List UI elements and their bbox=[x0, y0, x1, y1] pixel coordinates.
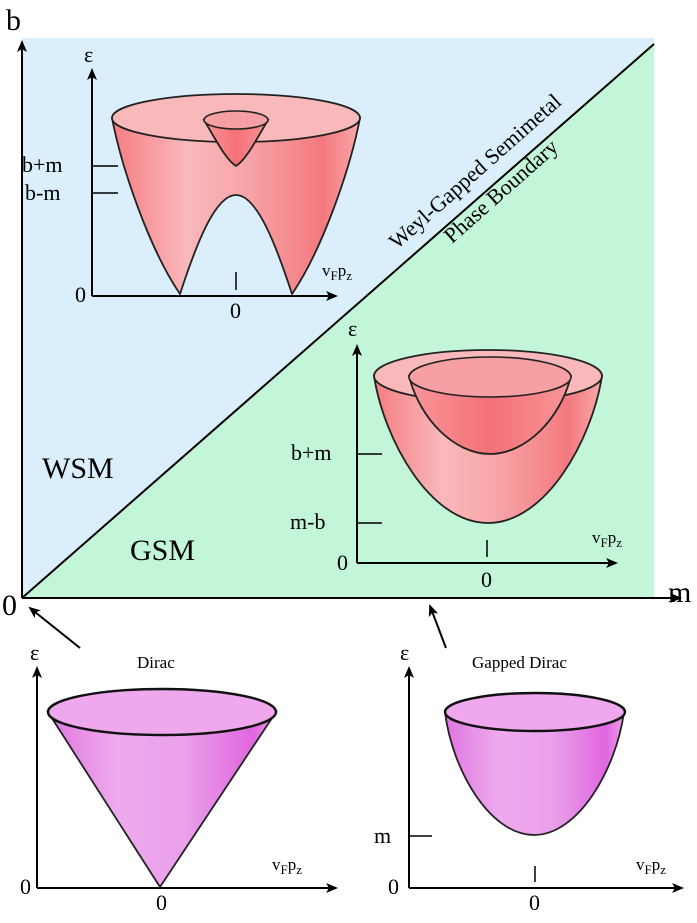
wsm-inset-y-label: ε bbox=[84, 42, 93, 67]
wsm-tick-label-b-minus-m: b-m bbox=[25, 180, 60, 205]
main-y-axis-label: b bbox=[6, 4, 21, 37]
wsm-inset-origin-y: 0 bbox=[75, 282, 86, 307]
gsm-inner-band-surface bbox=[407, 375, 573, 455]
wsm-inset-origin-x: 0 bbox=[230, 298, 241, 323]
gapped-dirac-inset: Gapped Dirac ε m 0 0 vFpz bbox=[374, 640, 684, 915]
gsm-inset-origin-x: 0 bbox=[481, 567, 492, 592]
gapped-dirac-rim bbox=[443, 691, 627, 733]
gsm-tick-label-b-plus-m: b+m bbox=[291, 440, 332, 465]
dirac-inset-origin-x: 0 bbox=[156, 890, 167, 915]
wsm-inner-rim bbox=[203, 110, 269, 130]
wsm-label: WSM bbox=[42, 452, 114, 485]
phase-boundary-line bbox=[21, 43, 655, 599]
gsm-tick-label-m-minus-b: m-b bbox=[290, 509, 325, 534]
dirac-inset-x-label: vFpz bbox=[272, 855, 302, 877]
gapped-dirac-title: Gapped Dirac bbox=[472, 653, 567, 672]
gsm-inner-rim bbox=[408, 356, 572, 398]
dirac-title: Dirac bbox=[137, 653, 175, 672]
dirac-pointer-arrow bbox=[28, 606, 81, 649]
gapped-dirac-inset-origin-x: 0 bbox=[529, 890, 540, 915]
dirac-inset: Dirac ε 0 0 vFpz bbox=[20, 640, 338, 915]
wsm-inset-x-label: vFpz bbox=[322, 261, 352, 283]
gapped-dirac-band-surface bbox=[443, 711, 626, 836]
gsm-inset-y-label: ε bbox=[348, 316, 357, 341]
dirac-inset-origin-y: 0 bbox=[20, 874, 31, 899]
gsm-inset-x-label: vFpz bbox=[592, 528, 622, 550]
dirac-cone-rim bbox=[46, 687, 278, 737]
gapped-dirac-inset-y-label: ε bbox=[400, 640, 409, 665]
wsm-inner-cone bbox=[202, 119, 270, 168]
gsm-inset-origin-y: 0 bbox=[337, 550, 348, 575]
gapped-dirac-tick-label-m: m bbox=[374, 823, 391, 848]
wsm-tick-label-b-plus-m: b+m bbox=[22, 152, 63, 177]
gsm-inset: ε b+m m-b 0 0 vFpz bbox=[290, 316, 622, 592]
main-origin-label: 0 bbox=[2, 589, 17, 622]
wsm-inset: ε b+m b-m 0 0 vFpz bbox=[22, 42, 362, 323]
gapped-dirac-pointer-arrow bbox=[428, 604, 447, 649]
gsm-label: GSM bbox=[130, 534, 195, 567]
wsm-band-surface bbox=[110, 117, 362, 297]
dirac-cone-surface bbox=[46, 711, 278, 889]
main-x-axis-label: m bbox=[668, 576, 691, 609]
dirac-inset-y-label: ε bbox=[30, 640, 39, 665]
gapped-dirac-inset-x-label: vFpz bbox=[636, 855, 666, 877]
gapped-dirac-inset-origin-y: 0 bbox=[388, 874, 399, 899]
